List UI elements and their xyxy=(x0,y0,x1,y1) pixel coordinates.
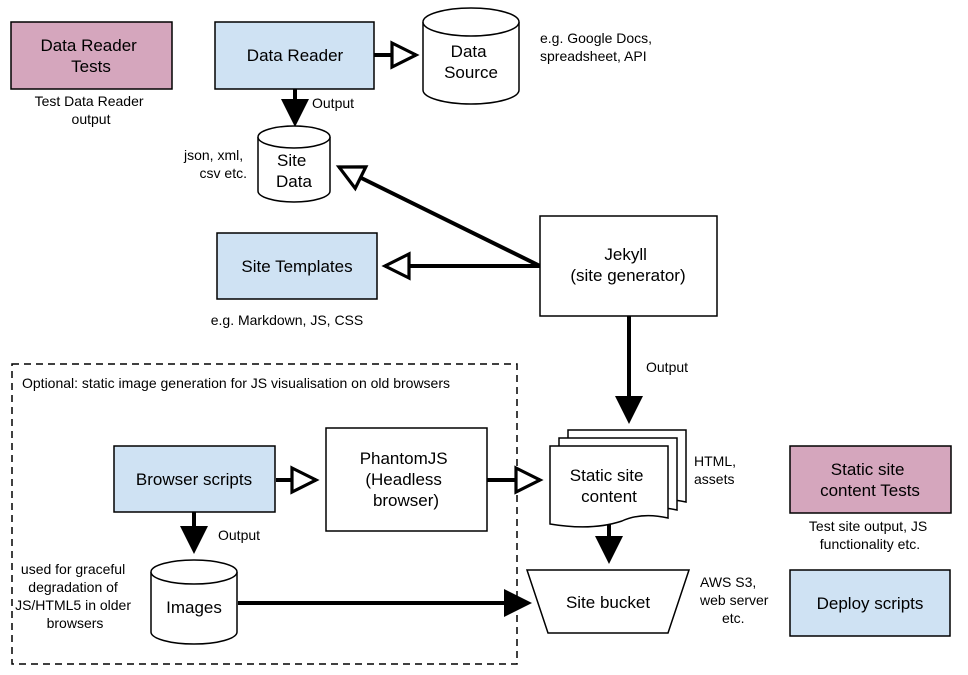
site-templates-label: Site Templates xyxy=(241,257,352,276)
site-templates-note: e.g. Markdown, JS, CSS xyxy=(211,312,364,328)
edge-jekyll-to-site-data xyxy=(335,165,541,268)
data-source-label: Data Source xyxy=(444,42,498,82)
optional-group-frame xyxy=(11,363,518,665)
static-site-content-tests-label: Static site content Tests xyxy=(820,460,920,500)
site-bucket-note: AWS S3, web server etc. xyxy=(699,574,772,626)
browser-scripts-output-label: Output xyxy=(218,527,260,543)
data-reader-tests-node: Data Reader Tests xyxy=(10,21,173,90)
data-source-node: Data Source xyxy=(422,7,520,105)
images-label: Images xyxy=(166,598,222,617)
jekyll-node: Jekyll (site generator) xyxy=(539,215,718,317)
data-reader-tests-label: Data Reader Tests xyxy=(40,36,141,76)
site-data-note: json, xml, csv etc. xyxy=(183,147,247,181)
jekyll-output-label: Output xyxy=(646,359,688,375)
site-bucket-label: Site bucket xyxy=(566,593,650,612)
deploy-scripts-label: Deploy scripts xyxy=(817,594,924,613)
data-reader-node: Data Reader xyxy=(214,21,375,90)
static-site-content-label: Static site content xyxy=(570,466,648,506)
images-node: Images xyxy=(150,559,238,645)
data-source-note: e.g. Google Docs, spreadsheet, API xyxy=(540,30,656,64)
static-site-content-tests-node: Static site content Tests xyxy=(789,445,952,514)
static-site-content-node: Static site content xyxy=(549,429,687,528)
site-templates-node: Site Templates xyxy=(216,232,378,300)
images-note: used for graceful degradation of JS/HTML… xyxy=(15,561,135,631)
phantomjs-node: PhantomJS (Headless browser) xyxy=(325,427,488,532)
site-bucket-node: Site bucket xyxy=(525,569,691,634)
static-site-content-tests-note: Test site output, JS functionality etc. xyxy=(809,518,931,552)
optional-group-label: Optional: static image generation for JS… xyxy=(22,375,450,391)
site-data-label: Site Data xyxy=(276,151,312,191)
data-reader-output-label: Output xyxy=(312,95,354,111)
data-reader-tests-note: Test Data Reader output xyxy=(35,93,148,127)
browser-scripts-node: Browser scripts xyxy=(113,445,276,513)
site-data-node: Site Data xyxy=(257,125,331,203)
jekyll-label: Jekyll (site generator) xyxy=(570,245,685,285)
browser-scripts-label: Browser scripts xyxy=(136,470,252,489)
data-reader-label: Data Reader xyxy=(247,46,344,65)
deploy-scripts-node: Deploy scripts xyxy=(789,569,951,637)
static-site-content-note: HTML, assets xyxy=(694,453,740,487)
phantomjs-label: PhantomJS (Headless browser) xyxy=(360,449,453,510)
